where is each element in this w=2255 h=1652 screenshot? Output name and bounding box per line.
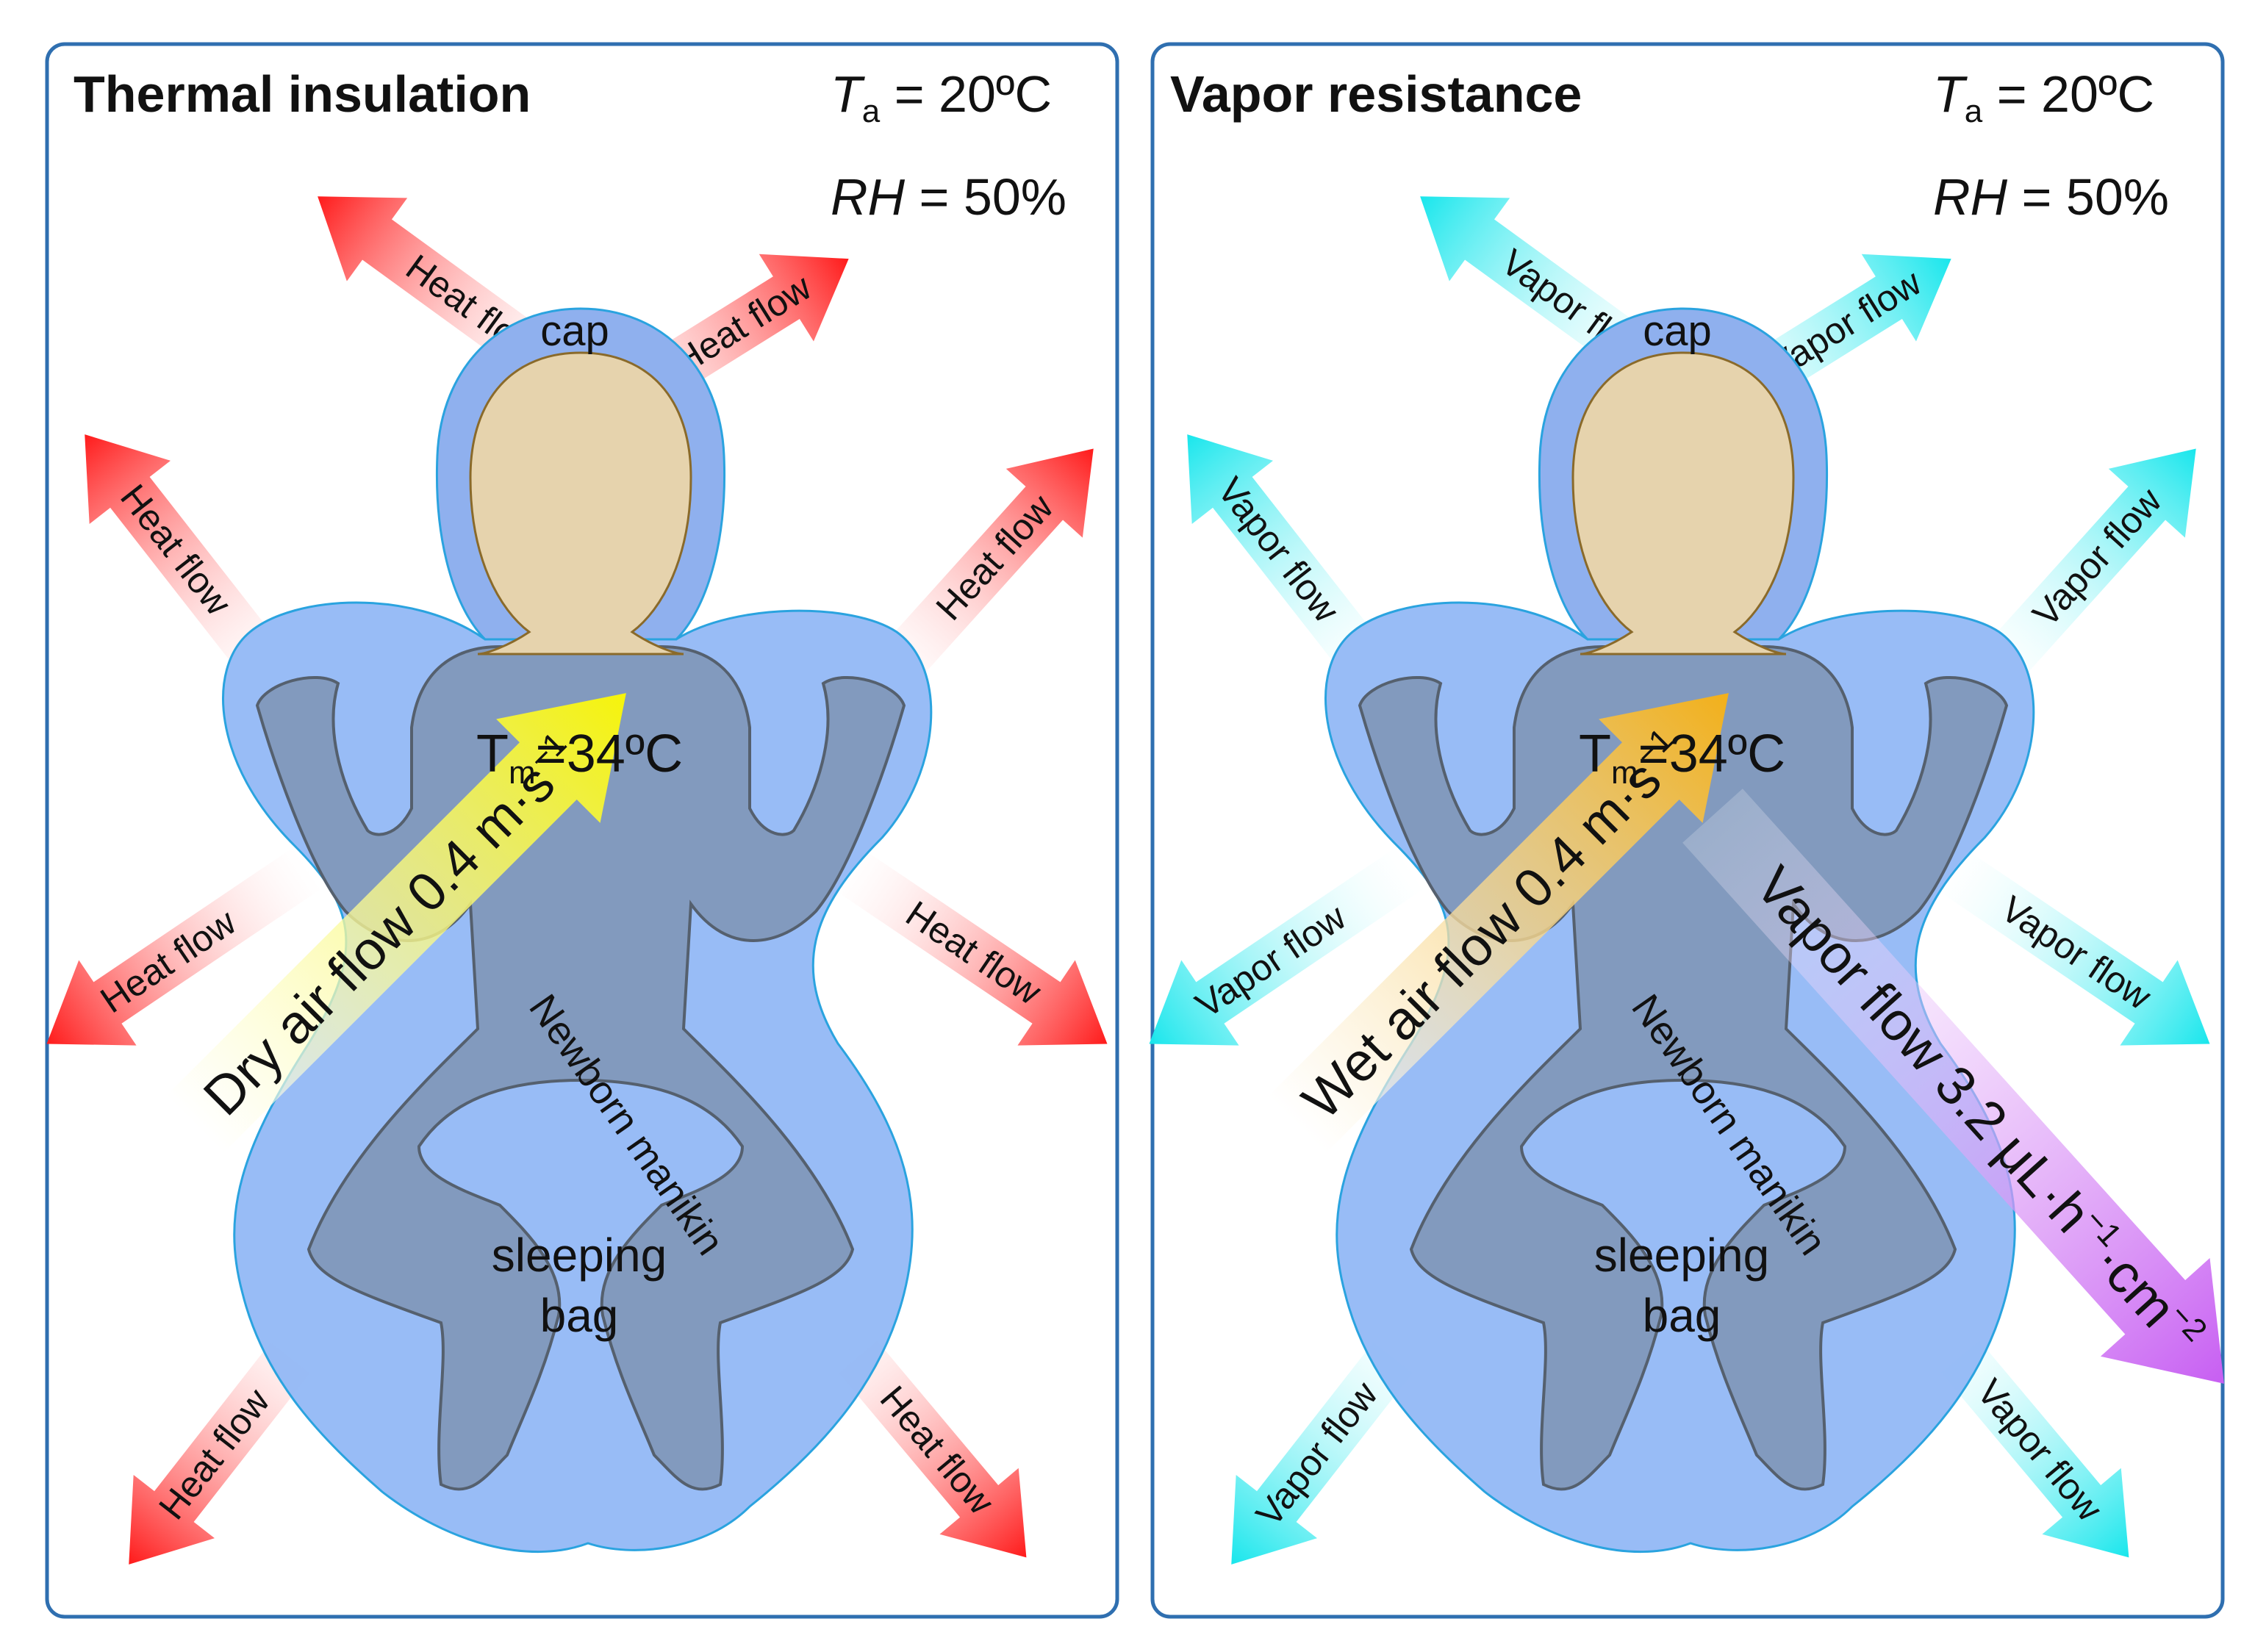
relative-humidity: RH = 50%	[1933, 168, 2169, 226]
head-shape	[1571, 351, 1795, 656]
manikin-temperature: Tm=34ºC	[476, 725, 683, 791]
sleeping-bag-label-line2: bag	[540, 1289, 619, 1342]
head-shape	[469, 351, 692, 656]
ambient-temperature: Ta = 20ºC	[1933, 65, 2154, 129]
relative-humidity: RH = 50%	[831, 168, 1066, 226]
ambient-temperature: Ta = 20ºC	[831, 65, 1052, 129]
panel-thermal-insulation: Heat flow Heat flow Heat flow Heat flow …	[45, 42, 1119, 1619]
cap-label: cap	[1643, 307, 1712, 355]
sleeping-bag-label-line2: bag	[1643, 1289, 1721, 1342]
cap-label: cap	[540, 307, 609, 355]
manikin-temperature: Tm=34ºC	[1579, 725, 1785, 791]
panel-title: Thermal insulation	[74, 65, 531, 123]
panel-vapor-resistance: Vapor flow Vapor flow Vapor flow Vapor f…	[1149, 42, 2225, 1619]
panel-title: Vapor resistance	[1170, 65, 1582, 123]
sleeping-bag-label-line1: sleeping	[492, 1229, 667, 1282]
sleeping-bag-label-line1: sleeping	[1594, 1229, 1769, 1282]
